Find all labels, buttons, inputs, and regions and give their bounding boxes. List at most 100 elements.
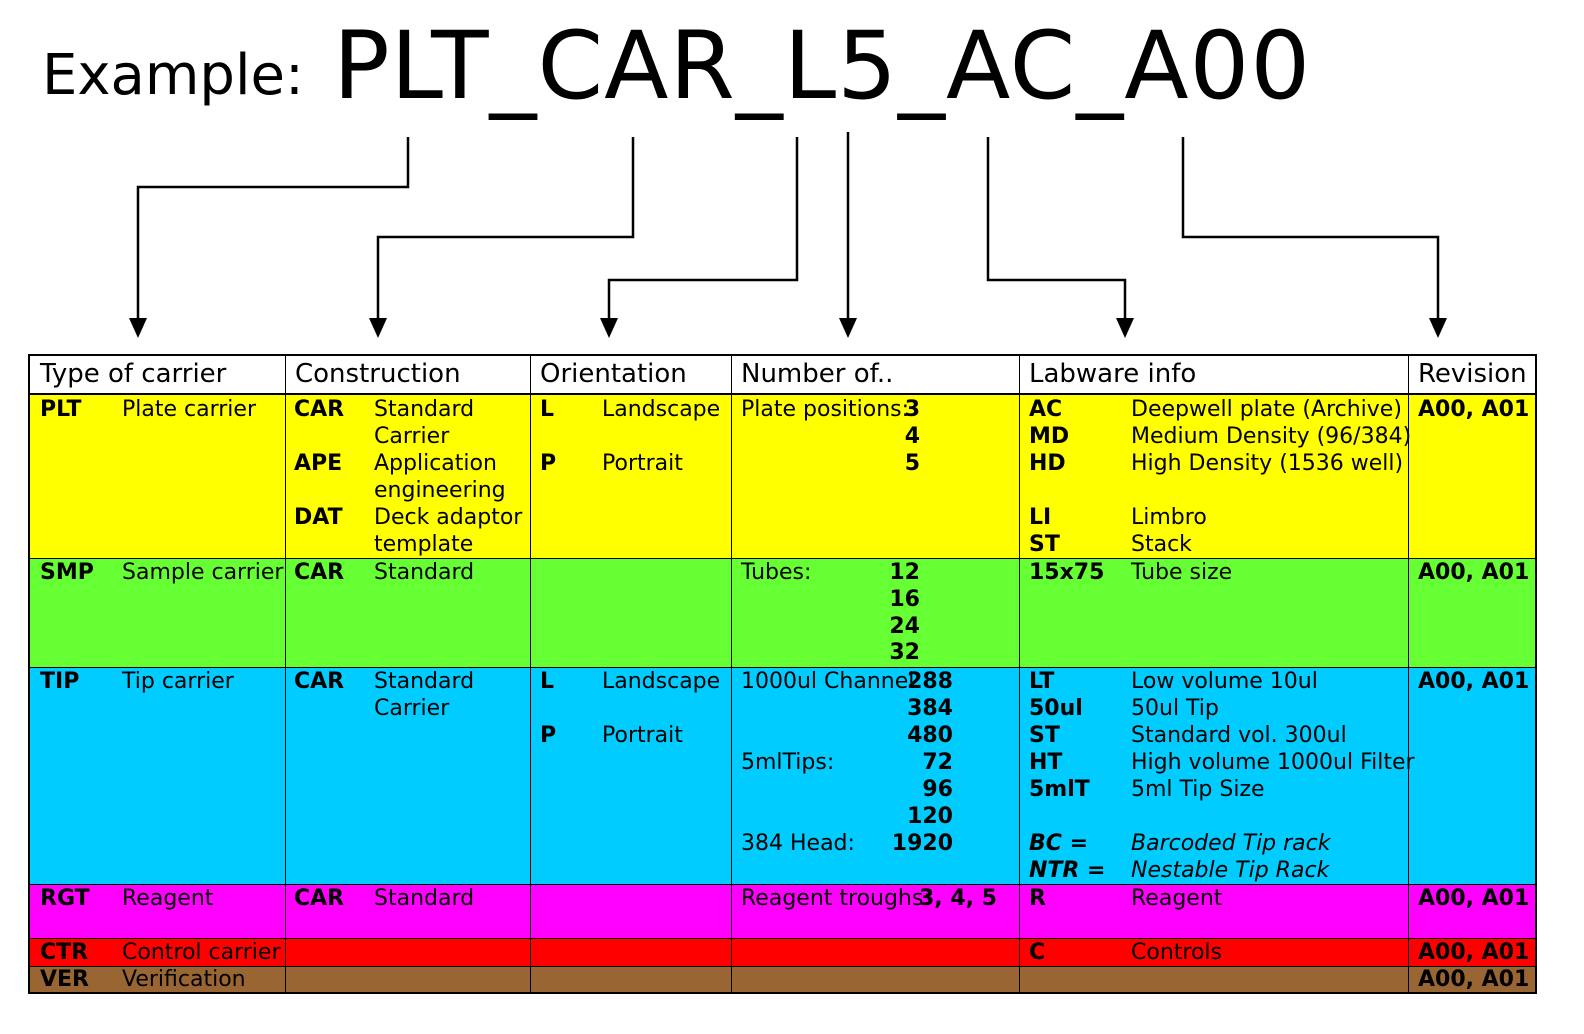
- tip-labware-code: HT: [1029, 750, 1063, 775]
- plt-construction-code: CAR: [294, 397, 345, 422]
- tip-labware-desc: 5ml Tip Size: [1131, 777, 1265, 802]
- row-ver: [30, 966, 1535, 992]
- plt-orientation-name: Portrait: [602, 451, 683, 476]
- plt-construction-name: Application: [374, 451, 497, 476]
- plt-type-name: Plate carrier: [122, 397, 256, 422]
- plt-orientation-code: P: [540, 451, 557, 476]
- arrow-type: [136, 137, 410, 320]
- tip-note-desc: Nestable Tip Rack: [1131, 858, 1330, 883]
- ver-type-code: VER: [40, 967, 89, 992]
- plt-number-value: 3: [904, 397, 920, 422]
- ctr-labware-code: C: [1029, 940, 1046, 965]
- rgt-labware-desc: Reagent: [1131, 886, 1223, 911]
- row-divider: [30, 667, 1535, 668]
- tip-tips-value: 72: [922, 750, 953, 775]
- tip-orientation-code: P: [540, 723, 557, 748]
- tip-labware-desc: 50ul Tip: [1131, 696, 1219, 721]
- tip-channel-value: 384: [907, 696, 953, 721]
- column-divider: [530, 356, 531, 992]
- column-divider: [285, 356, 286, 992]
- rgt-construction-code: CAR: [294, 886, 345, 911]
- tip-channel-label: 1000ul Channel:: [741, 669, 922, 694]
- row-divider: [30, 884, 1535, 885]
- rgt-number-label: Reagent troughs:: [741, 886, 931, 911]
- smp-number-value: 24: [889, 614, 920, 639]
- tip-labware-code: 5mlT: [1029, 777, 1090, 802]
- tip-orientation-code: L: [540, 669, 555, 694]
- plt-construction-name: Carrier: [374, 424, 450, 449]
- smp-number-value: 32: [889, 640, 920, 665]
- tip-revision: A00, A01: [1418, 669, 1530, 694]
- plt-labware-code: LI: [1029, 505, 1052, 530]
- row-ctr: [30, 938, 1535, 966]
- ctr-revision: A00, A01: [1418, 940, 1530, 965]
- plt-orientation-name: Landscape: [602, 397, 721, 422]
- smp-labware-code: 15x75: [1029, 560, 1105, 585]
- smp-number-value: 12: [889, 560, 920, 585]
- ctr-labware-desc: Controls: [1131, 940, 1222, 965]
- header-type: Type of carrier: [40, 359, 227, 389]
- header-number: Number of..: [741, 359, 894, 389]
- example-label: Example:: [42, 43, 304, 108]
- header-orientation: Orientation: [540, 359, 687, 389]
- tip-type-code: TIP: [40, 669, 80, 694]
- tip-labware-code: 50ul: [1029, 696, 1083, 721]
- plt-labware-desc: High Density (1536 well): [1131, 451, 1404, 476]
- rgt-type-code: RGT: [40, 886, 90, 911]
- tip-orientation-name: Portrait: [602, 723, 683, 748]
- ver-type-name: Verification: [122, 967, 246, 992]
- smp-construction-code: CAR: [294, 560, 345, 585]
- tip-construction-code: CAR: [294, 669, 345, 694]
- smp-type-code: SMP: [40, 560, 94, 585]
- plt-labware-code: ST: [1029, 532, 1060, 557]
- plt-labware-desc: Medium Density (96/384): [1131, 424, 1412, 449]
- plt-type-code: PLT: [40, 397, 82, 422]
- row-smp: [30, 558, 1535, 667]
- connector-arrows: [129, 132, 1447, 338]
- rgt-type-name: Reagent: [122, 886, 214, 911]
- tip-channel-value: 480: [907, 723, 953, 748]
- column-divider: [1019, 356, 1020, 992]
- plt-construction-name: template: [374, 532, 474, 557]
- plt-construction-name: Standard: [374, 397, 475, 422]
- ctr-type-code: CTR: [40, 940, 89, 965]
- tip-construction-name: Carrier: [374, 696, 450, 721]
- plt-number-value: 4: [904, 424, 920, 449]
- tip-labware-code: ST: [1029, 723, 1060, 748]
- header-revision: Revision: [1418, 359, 1527, 389]
- header-construction: Construction: [295, 359, 461, 389]
- row-divider: [30, 938, 1535, 939]
- plt-construction-code: APE: [294, 451, 343, 476]
- header-labware: Labware info: [1029, 359, 1197, 389]
- ver-revision: A00, A01: [1418, 967, 1530, 992]
- plt-orientation-code: L: [540, 397, 555, 422]
- smp-construction-name: Standard: [374, 560, 475, 585]
- plt-labware-code: MD: [1029, 424, 1070, 449]
- column-divider: [1408, 356, 1409, 992]
- tip-labware-code: LT: [1029, 669, 1055, 694]
- plt-number-label: Plate positions:: [741, 397, 910, 422]
- plt-construction-name: Deck adaptor: [374, 505, 523, 530]
- tip-tips-value: 120: [907, 804, 953, 829]
- example-code: PLT_CAR_L5_AC_A00: [333, 12, 1312, 121]
- plt-revision: A00, A01: [1418, 397, 1530, 422]
- plt-labware-code: HD: [1029, 451, 1066, 476]
- plt-number-value: 5: [904, 451, 920, 476]
- row-rgt: [30, 884, 1535, 938]
- tip-note-code: BC =: [1029, 831, 1089, 856]
- rgt-revision: A00, A01: [1418, 886, 1530, 911]
- plt-construction-code: DAT: [294, 505, 343, 530]
- naming-table: Type of carrier Construction Orientation…: [28, 354, 1537, 994]
- smp-type-name: Sample carrier: [122, 560, 284, 585]
- plt-labware-desc: Stack: [1131, 532, 1192, 557]
- rgt-number-values: 3, 4, 5: [919, 886, 997, 911]
- tip-orientation-name: Landscape: [602, 669, 721, 694]
- tip-labware-desc: High volume 1000ul Filter: [1131, 750, 1415, 775]
- smp-labware-desc: Tube size: [1131, 560, 1233, 585]
- row-tip: [30, 667, 1535, 884]
- tip-channel-value: 288: [907, 669, 953, 694]
- arrow-revision: [1181, 137, 1440, 320]
- arrow-orientation: [607, 137, 799, 320]
- tip-labware-desc: Low volume 10ul: [1131, 669, 1318, 694]
- smp-number-value: 16: [889, 587, 920, 612]
